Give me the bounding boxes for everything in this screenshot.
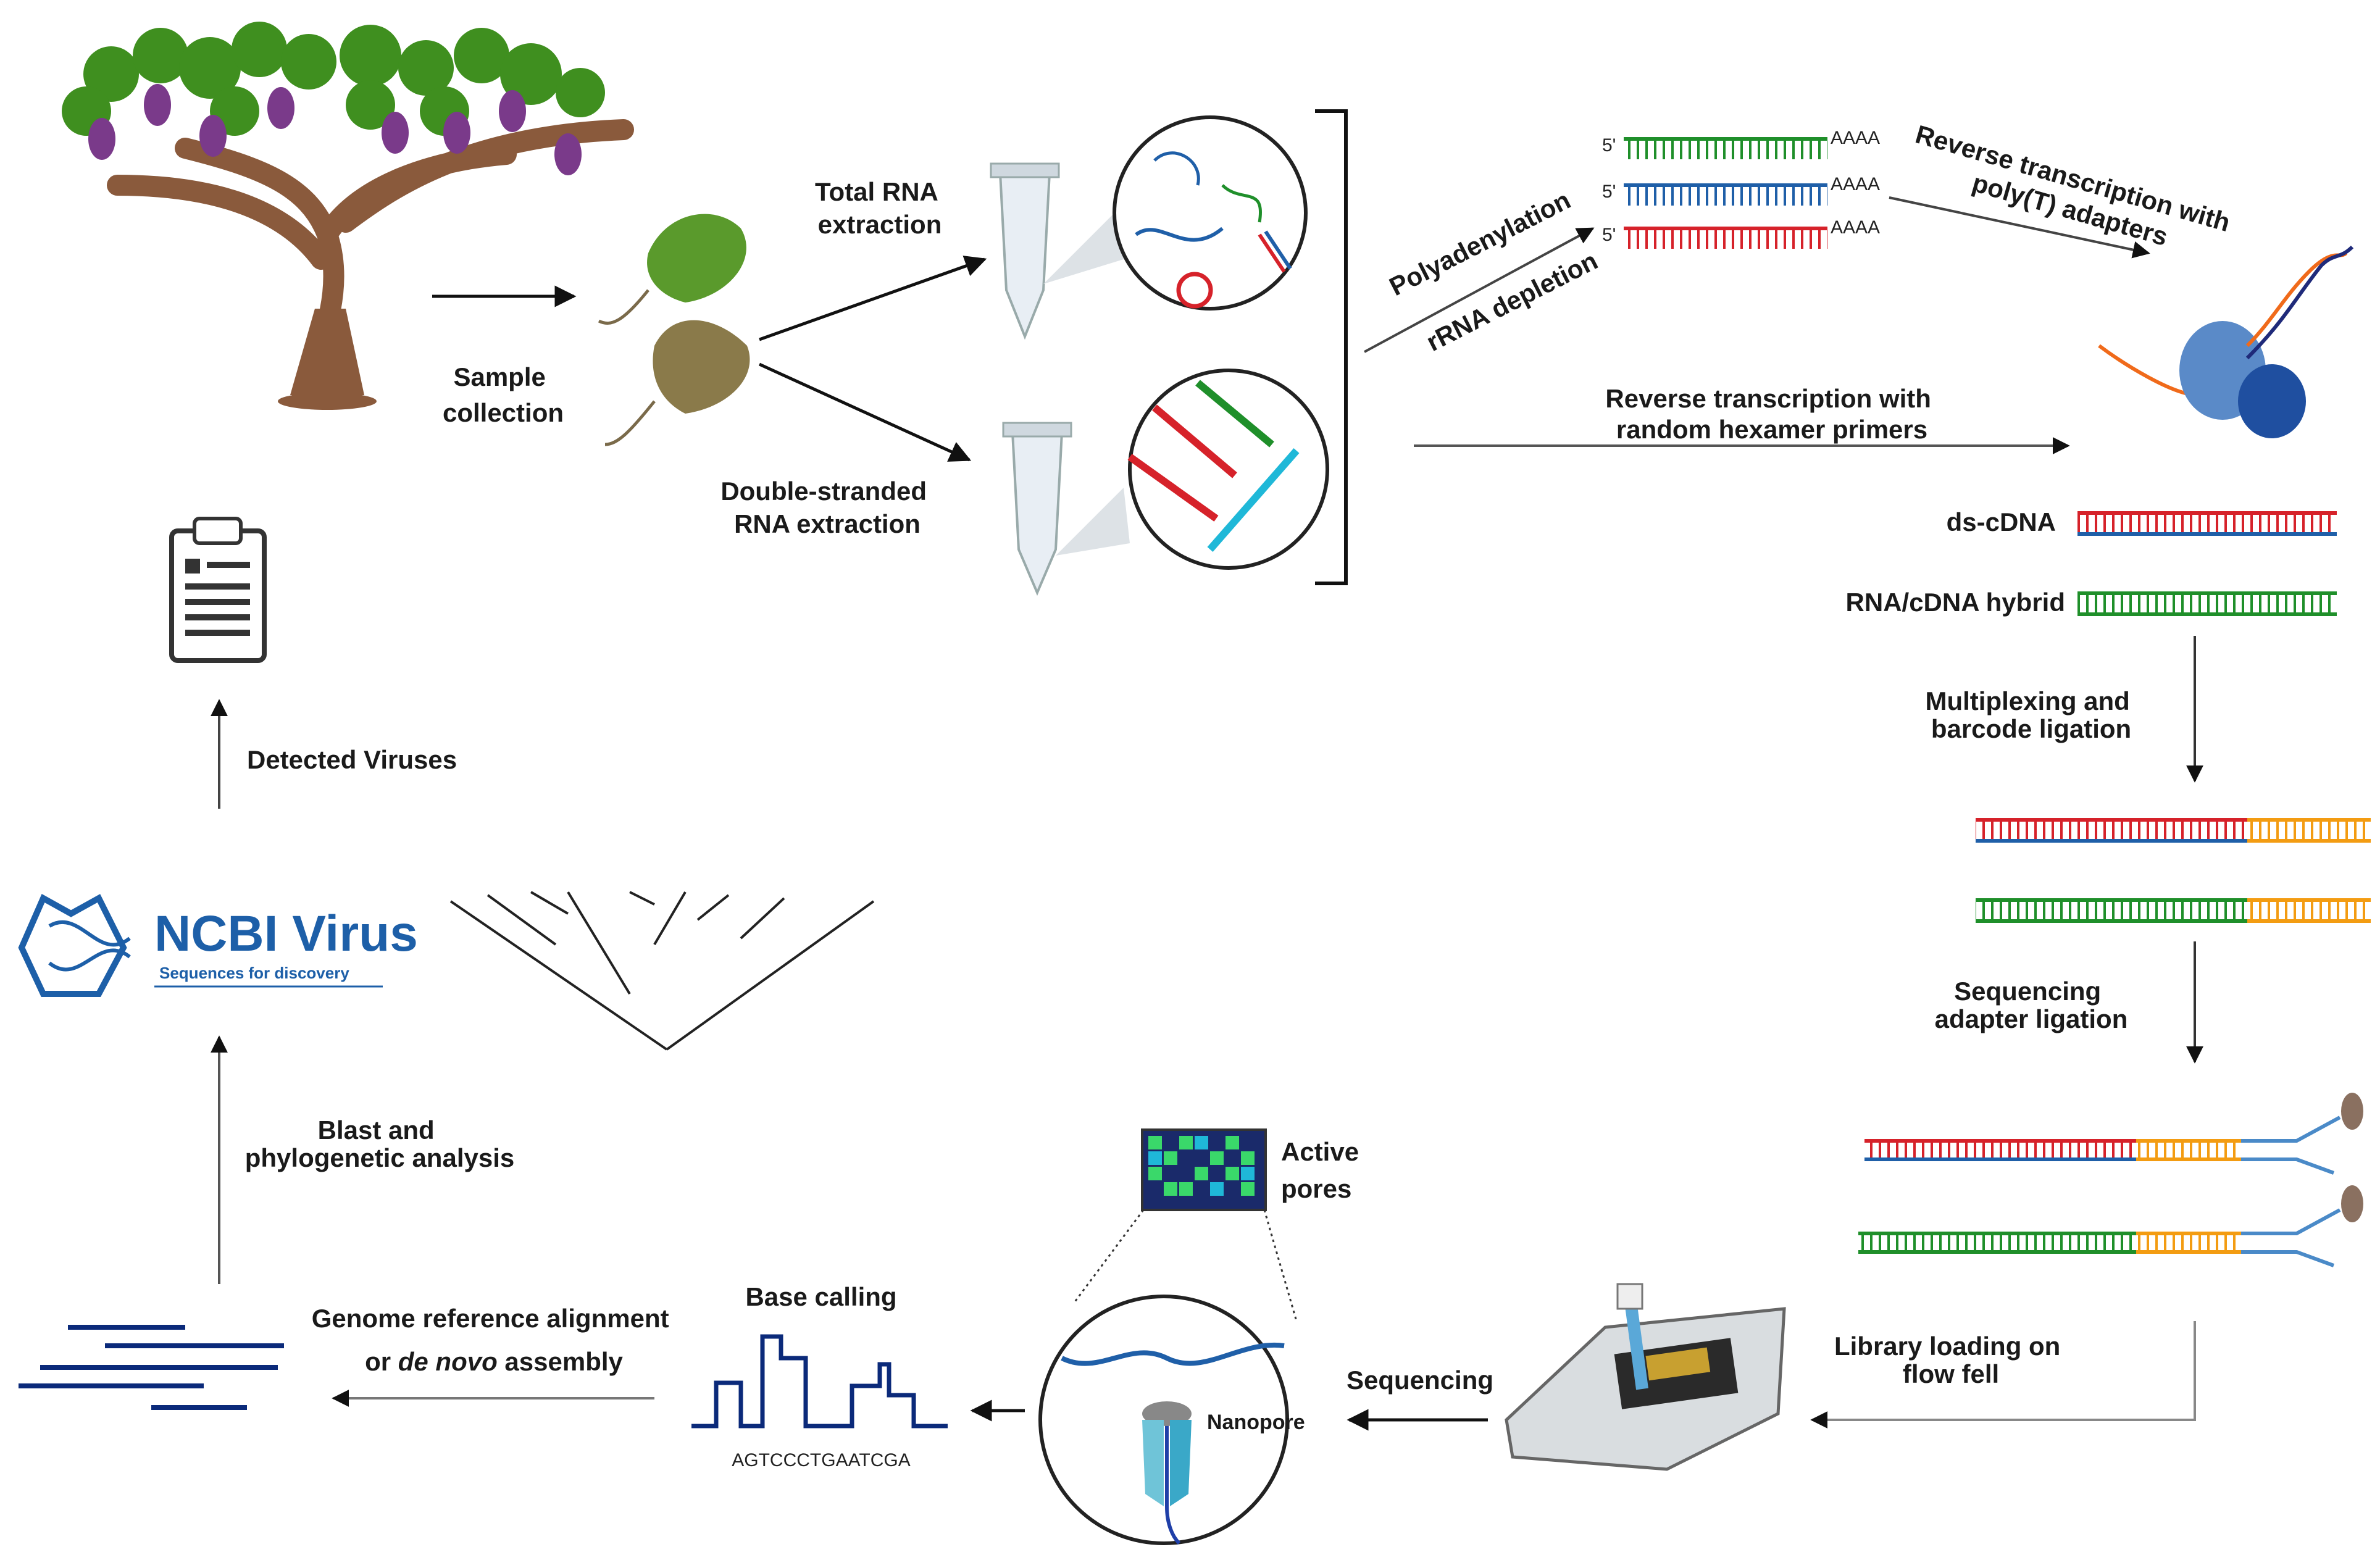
tube-dsrna-icon — [1002, 422, 1072, 596]
base-calling-signal — [691, 1334, 948, 1429]
detected-viruses-label: Detected Viruses — [247, 745, 457, 774]
rt-polyt-label: Reverse transcription with poly(T) adapt… — [1904, 119, 2240, 269]
polya-rna-strands: 5' AAAA 5' AAAA 5' AAAA — [1602, 128, 1880, 249]
svg-text:AAAA: AAAA — [1831, 174, 1880, 194]
dsrna-label: Double-stranded RNA extraction — [720, 477, 933, 538]
genome-alignment-label: Genome reference alignment or de novo as… — [312, 1304, 677, 1376]
arrow-rt-polyt — [1889, 196, 2150, 259]
svg-text:5': 5' — [1602, 181, 1616, 202]
zoom-line-right — [1263, 1209, 1298, 1322]
ds-cdna-label: ds-cDNA — [1947, 507, 2056, 536]
aligned-reads-icon — [19, 1325, 284, 1410]
rna-cdna-hybrid-label: RNA/cDNA hybrid — [1846, 588, 2065, 617]
flow-cell-device-icon — [1505, 1283, 1786, 1471]
svg-text:AAAA: AAAA — [1831, 128, 1880, 148]
arrow-to-total-rna — [759, 256, 987, 341]
zoom-line-left — [1073, 1209, 1145, 1303]
ds-cdna-strand — [2077, 511, 2337, 536]
sample-collection-label: Sample collection — [443, 362, 564, 427]
arrow-polyadenylation — [1364, 227, 1595, 353]
barcoded-strands — [1976, 818, 2371, 923]
phylogenetic-tree-icon — [449, 891, 875, 1051]
multiplexing-label: Multiplexing and barcode ligation — [1926, 686, 2137, 743]
arrow-library-loading — [1810, 1321, 2196, 1429]
svg-text:NCBI Virus: NCBI Virus — [154, 906, 418, 962]
active-pores-label: Active pores — [1281, 1137, 1366, 1203]
svg-text:AAAA: AAAA — [1831, 217, 1880, 238]
total-rna-zoom-circle — [1043, 115, 1308, 311]
svg-text:5': 5' — [1602, 135, 1616, 156]
grapevine-illustration — [62, 22, 634, 410]
nanopore-zoom-circle — [1038, 1295, 1289, 1545]
arrow-to-dsrna — [758, 362, 972, 462]
ncbi-virus-logo: NCBI Virus Sequences for discovery — [18, 893, 418, 997]
blast-label: Blast and phylogenetic analysis — [245, 1116, 515, 1172]
rt-random-label: Reverse transcription with random hexame… — [1605, 384, 1938, 444]
seq-adapter-label: Sequencing adapter ligation — [1935, 977, 2128, 1033]
rna-cdna-hybrid-strand — [2077, 591, 2337, 616]
svg-text:Sequences for discovery: Sequences for discovery — [159, 964, 349, 982]
base-calling-label: Base calling — [745, 1282, 896, 1311]
library-loading-label: Library loading on flow fell — [1834, 1332, 2068, 1388]
clipboard-report-icon — [169, 517, 267, 663]
tube-total-rna-icon — [990, 162, 1060, 340]
svg-text:5': 5' — [1602, 225, 1616, 245]
leaf-sample-icon — [598, 214, 750, 446]
base-sequence: AGTCCCTGAATCGA — [732, 1450, 910, 1470]
active-pores-grid — [1141, 1128, 1267, 1211]
sequencing-label: Sequencing — [1347, 1366, 1493, 1395]
adapter-ligated-strands — [1858, 1093, 2363, 1267]
reverse-transcriptase-icon — [2098, 245, 2354, 438]
dsrna-zoom-circle — [1056, 369, 1329, 570]
nanopore-label: Nanopore — [1207, 1411, 1305, 1434]
total-rna-label: Total RNA extraction — [815, 177, 945, 239]
bracket — [1315, 109, 1348, 585]
